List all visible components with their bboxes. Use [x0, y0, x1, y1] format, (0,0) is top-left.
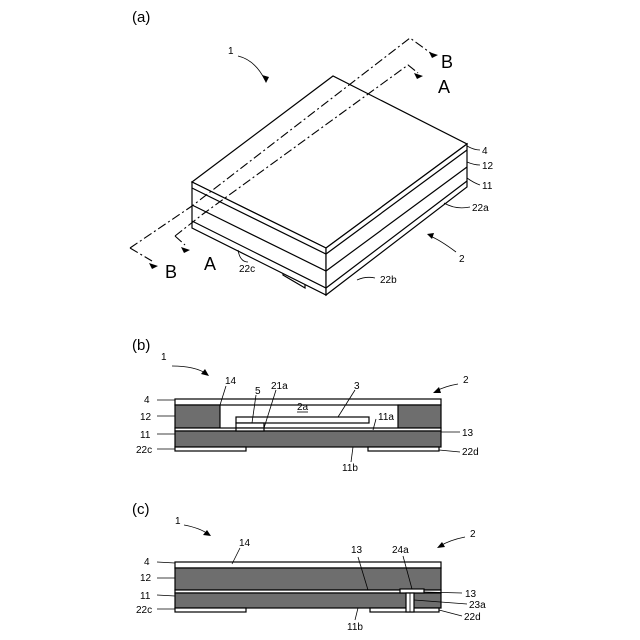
leader-22d — [439, 610, 462, 616]
panel-c-label: (c) — [132, 501, 150, 518]
arrow-1 — [262, 75, 269, 83]
arrow-2 — [437, 542, 445, 548]
ref-5: 5 — [255, 386, 261, 397]
arrow-2 — [427, 233, 434, 239]
leader-1 — [184, 525, 208, 534]
ref-2: 2 — [459, 254, 465, 265]
ref-24a: 24a — [392, 545, 409, 556]
ref-22c: 22c — [136, 605, 152, 616]
element-3 — [236, 417, 369, 423]
arrow-a-bottom — [181, 247, 190, 253]
arrow-b-bottom — [149, 263, 158, 269]
ref-11b: 11b — [347, 622, 363, 633]
terminal-22c — [175, 447, 246, 451]
pad-21a — [236, 428, 264, 431]
frame-12 — [175, 568, 441, 590]
leader-12 — [467, 162, 480, 165]
ref-13-right: 13 — [465, 589, 477, 600]
section-label-b-bottom: B — [165, 262, 177, 282]
ref-13-top: 13 — [351, 545, 363, 556]
section-line-b-end — [130, 248, 152, 261]
arrow-1 — [201, 369, 209, 376]
arrow-a-top — [414, 73, 423, 79]
arrow-2 — [433, 387, 441, 393]
ref-13: 13 — [462, 428, 474, 439]
section-line-a-end — [175, 236, 185, 245]
terminal-22d — [370, 608, 439, 612]
ref-11a: 11a — [378, 412, 394, 423]
ref-23a: 23a — [469, 600, 486, 611]
substrate-11 — [175, 593, 441, 608]
ref-14: 14 — [225, 376, 237, 387]
ref-2: 2 — [463, 375, 469, 386]
panel-c: (c) 1 2 4 12 11 22c 14 13 24a 13 — [132, 501, 486, 633]
leader-2 — [440, 537, 465, 546]
ref-22c: 22c — [239, 264, 255, 275]
package-body — [192, 76, 467, 295]
leader-11 — [467, 178, 480, 185]
leader-4 — [467, 146, 480, 150]
frame-12-left — [175, 405, 220, 428]
ref-12: 12 — [140, 573, 152, 584]
ref-22d: 22d — [464, 612, 481, 623]
ref-21a: 21a — [271, 381, 288, 392]
frame-12-right — [398, 405, 441, 428]
ref-2: 2 — [470, 529, 476, 540]
leader-11b — [355, 608, 358, 620]
ref-11: 11 — [140, 430, 151, 441]
ref-4: 4 — [482, 146, 488, 157]
ref-22c: 22c — [136, 445, 152, 456]
leader-2 — [430, 236, 456, 252]
leader-11b — [351, 447, 353, 462]
ref-11: 11 — [140, 591, 151, 602]
leader-4 — [157, 562, 175, 563]
terminal-22d — [368, 447, 439, 451]
terminal-22c — [175, 608, 246, 612]
ref-2a: 2a — [297, 402, 309, 413]
arrow-1 — [203, 530, 211, 536]
panel-a: (a) — [130, 9, 494, 295]
ref-22a: 22a — [472, 203, 489, 214]
substrate-11 — [175, 431, 441, 447]
ref-1: 1 — [228, 46, 234, 57]
ref-4: 4 — [144, 557, 150, 568]
ref-12: 12 — [140, 412, 152, 423]
arrow-b-top — [429, 52, 438, 58]
panel-b: (b) 1 2 4 12 11 22c 14 5 — [132, 337, 479, 474]
section-label-a-bottom: A — [204, 254, 216, 274]
section-label-a-top: A — [438, 77, 450, 97]
leader-22d — [439, 450, 460, 452]
leader-1 — [238, 56, 265, 80]
section-label-b-top: B — [441, 52, 453, 72]
ref-11b: 11b — [342, 463, 358, 474]
lid-layer-4 — [175, 562, 441, 568]
ref-3: 3 — [354, 381, 360, 392]
leader-22a — [444, 203, 470, 208]
leader-11 — [157, 595, 175, 596]
ref-22d: 22d — [462, 447, 479, 458]
panel-a-label: (a) — [132, 9, 150, 26]
leader-22b — [357, 277, 375, 280]
ref-1: 1 — [175, 516, 181, 527]
ref-4: 4 — [144, 395, 150, 406]
leader-1 — [172, 366, 207, 374]
ref-12: 12 — [482, 161, 494, 172]
ref-11: 11 — [482, 181, 493, 192]
bump-5 — [236, 423, 264, 428]
panel-b-label: (b) — [132, 337, 150, 354]
ref-14: 14 — [239, 538, 251, 549]
ref-22b: 22b — [380, 275, 397, 286]
ref-1: 1 — [161, 352, 167, 363]
